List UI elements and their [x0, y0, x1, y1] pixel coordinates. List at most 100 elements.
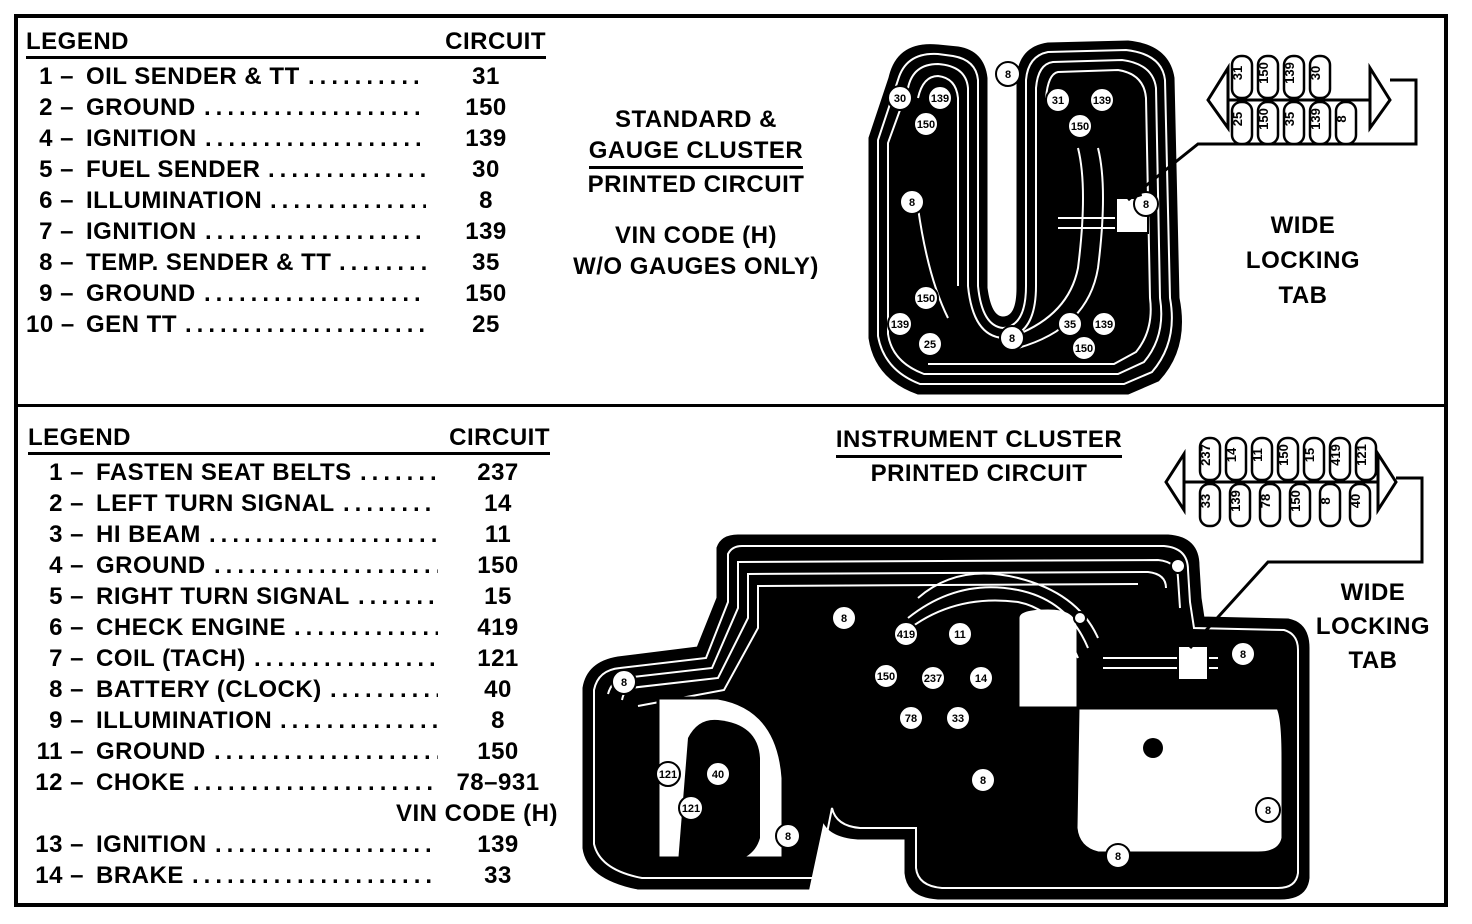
svg-text:237: 237 — [1198, 444, 1213, 466]
top-tab-line1: WIDE — [1270, 212, 1336, 239]
top-legend-row: 2 –GROUND...............................… — [26, 93, 546, 123]
svg-text:150: 150 — [1071, 121, 1089, 133]
legend-circuit-number: 150 — [465, 94, 507, 121]
bottom-legend-row: 6 –CHECK ENGINE.........................… — [28, 613, 550, 643]
board-pin: 8 — [899, 189, 925, 215]
connector-pin-lower: 150 — [1256, 100, 1280, 146]
board-pin: 139 — [927, 85, 953, 111]
legend-leader-dots: ........................................… — [343, 490, 438, 517]
legend-circuit-number: 139 — [477, 831, 519, 858]
legend-leader-dots: ........................................… — [193, 769, 438, 796]
legend-item-number: 9 – — [39, 280, 74, 307]
connector-pin-upper: 11 — [1250, 436, 1274, 482]
bottom-caption: INSTRUMENT CLUSTER PRINTED CIRCUIT — [824, 424, 1134, 489]
legend-circuit-number: 11 — [484, 521, 512, 548]
bottom-legend-row: VIN CODE (H) — [28, 799, 558, 829]
bottom-tab-line1: WIDE — [1340, 579, 1406, 606]
svg-text:8: 8 — [1009, 333, 1015, 345]
legend-leader-dots: ........................................… — [308, 63, 426, 90]
legend-item-number: 5 – — [39, 156, 74, 183]
legend-item-label: IGNITION — [86, 125, 197, 152]
legend-item-number: 7 – — [39, 218, 74, 245]
legend-item-label: ILLUMINATION — [96, 707, 273, 734]
legend-item-label: LEFT TURN SIGNAL — [96, 490, 335, 517]
legend-item-number: 10 – — [26, 311, 75, 338]
svg-text:419: 419 — [897, 629, 915, 641]
legend-item-label: GROUND — [86, 94, 196, 121]
board-pin: 139 — [1089, 87, 1115, 113]
legend-circuit-number: 30 — [472, 156, 500, 183]
top-caption-line4: VIN CODE (H) — [615, 222, 777, 249]
svg-text:150: 150 — [1288, 490, 1303, 512]
board-pin: 40 — [705, 761, 731, 787]
top-legend-row: 1 –OIL SENDER & TT......................… — [26, 62, 546, 92]
svg-text:14: 14 — [1224, 447, 1239, 462]
svg-text:8: 8 — [621, 677, 627, 689]
legend-item-label: HI BEAM — [96, 521, 201, 548]
legend-leader-dots: ........................................… — [209, 521, 438, 548]
connector-pin-lower: 40 — [1348, 482, 1372, 528]
diagram-sheet: LEGEND CIRCUIT 1 –OIL SENDER & TT.......… — [14, 14, 1448, 907]
board-pin: 121 — [678, 795, 704, 821]
legend-item-number: 5 – — [49, 583, 84, 610]
svg-text:78: 78 — [905, 713, 917, 725]
legend-circuit-number: 78–931 — [456, 769, 540, 796]
legend-leader-dots: ........................................… — [254, 645, 438, 672]
legend-item-label: TEMP. SENDER & TT — [86, 249, 332, 276]
legend-leader-dots: ........................................… — [294, 614, 438, 641]
legend-item-label: RIGHT TURN SIGNAL — [96, 583, 350, 610]
legend-circuit-number: 150 — [465, 280, 507, 307]
bottom-tab-line2: LOCKING — [1315, 613, 1431, 640]
board-pin: 150 — [873, 663, 899, 689]
bottom-legend-row: 13 –IGNITION............................… — [28, 830, 550, 860]
connector-pin-upper: 419 — [1328, 436, 1352, 482]
svg-text:78: 78 — [1258, 494, 1273, 508]
connector-pin-upper: 139 — [1282, 54, 1306, 100]
bottom-legend-row: 4 –GROUND...............................… — [28, 551, 550, 581]
legend-item-number: 4 – — [39, 125, 74, 152]
top-circuit-header: CIRCUIT — [434, 28, 546, 59]
svg-text:8: 8 — [909, 197, 915, 209]
top-caption-line1: STANDARD & — [615, 106, 777, 133]
connector-pin-upper: 150 — [1276, 436, 1300, 482]
legend-item-label: IGNITION — [96, 831, 207, 858]
svg-text:139: 139 — [931, 93, 949, 105]
board-pin: 25 — [917, 331, 943, 357]
legend-circuit-number: 150 — [477, 552, 519, 579]
svg-text:35: 35 — [1282, 112, 1297, 126]
board-pin: 8 — [1105, 843, 1131, 869]
legend-circuit-number: 139 — [465, 218, 507, 245]
board-pin: 237 — [920, 665, 946, 691]
board-pin: 8 — [611, 669, 637, 695]
svg-text:30: 30 — [1308, 66, 1323, 80]
board-pin: 419 — [893, 621, 919, 647]
legend-circuit-number: 419 — [477, 614, 519, 641]
legend-circuit-number: VIN CODE (H) — [396, 800, 558, 827]
legend-item-number: 11 – — [36, 738, 84, 765]
legend-leader-dots: ........................................… — [280, 707, 438, 734]
board-pin: 150 — [1067, 113, 1093, 139]
top-legend-row: 4 –IGNITION.............................… — [26, 124, 546, 154]
legend-item-number: 2 – — [49, 490, 84, 517]
bottom-tab-line3: TAB — [1348, 647, 1398, 674]
connector-pin-lower: 150 — [1288, 482, 1312, 528]
svg-text:419: 419 — [1328, 444, 1343, 466]
svg-text:8: 8 — [841, 613, 847, 625]
connector-pin-lower: 8 — [1334, 100, 1358, 146]
legend-circuit-number: 33 — [484, 862, 512, 889]
connector-pin-upper: 31 — [1230, 54, 1254, 100]
connector-pin-upper: 15 — [1302, 436, 1326, 482]
top-connector — [1127, 62, 1418, 202]
svg-text:150: 150 — [877, 671, 895, 683]
svg-text:150: 150 — [1256, 108, 1271, 130]
legend-item-label: ILLUMINATION — [86, 187, 263, 214]
legend-circuit-number: 15 — [484, 583, 512, 610]
svg-text:139: 139 — [1282, 62, 1297, 84]
svg-text:15: 15 — [1302, 448, 1317, 462]
legend-item-label: GEN TT — [86, 311, 177, 338]
legend-leader-dots: ........................................… — [330, 676, 438, 703]
svg-text:40: 40 — [712, 769, 724, 781]
svg-text:121: 121 — [1354, 444, 1369, 466]
